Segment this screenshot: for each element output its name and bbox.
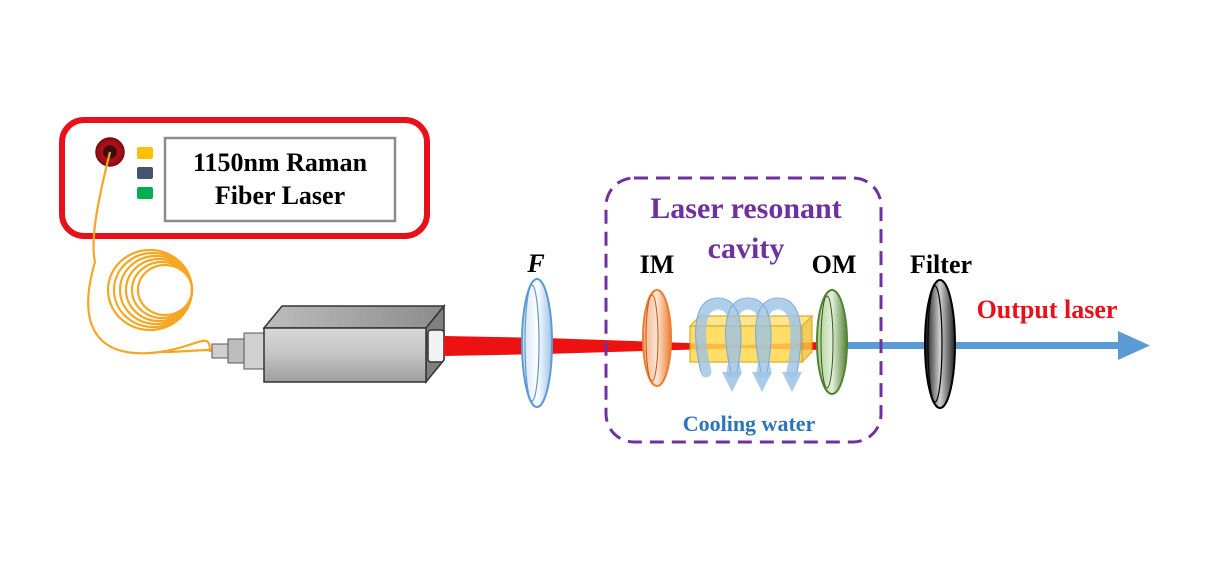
raman-crystal [688,314,814,364]
cooling-arrowheads [722,372,802,392]
output-mirror-label: OM [812,250,857,279]
status-led-yellow-icon [137,147,153,159]
cooling-water-label: Cooling water [683,411,816,436]
status-led-navy-icon [137,167,153,179]
cooling-arrow-icon [695,298,802,378]
cooling-arrow-outline [695,297,802,373]
laser-label-line2: Fiber Laser [215,181,345,210]
laser-label-line1: 1150nm Raman [193,148,368,177]
focus-lens-label: F [526,249,544,278]
focus-lens [521,278,553,408]
cavity-label-line2: cavity [708,232,785,265]
fiber-laser-unit: 1150nm Raman Fiber Laser [59,117,430,239]
input-mirror-label: IM [640,250,675,279]
laser-resonant-cavity [604,176,883,444]
status-led-green-icon [137,187,153,199]
filter-label: Filter [910,250,972,279]
laser-label-panel [163,136,397,223]
filter [924,279,956,409]
collimator-icon [211,303,446,385]
output-mirror [816,289,848,395]
output-beam [846,331,1150,360]
fiber-cable [87,151,213,355]
cavity-label-line1: Laser resonant [650,192,841,225]
output-laser-label: Output laser [977,295,1118,324]
input-mirror [642,289,672,387]
fiber-coil-icon [106,248,194,332]
